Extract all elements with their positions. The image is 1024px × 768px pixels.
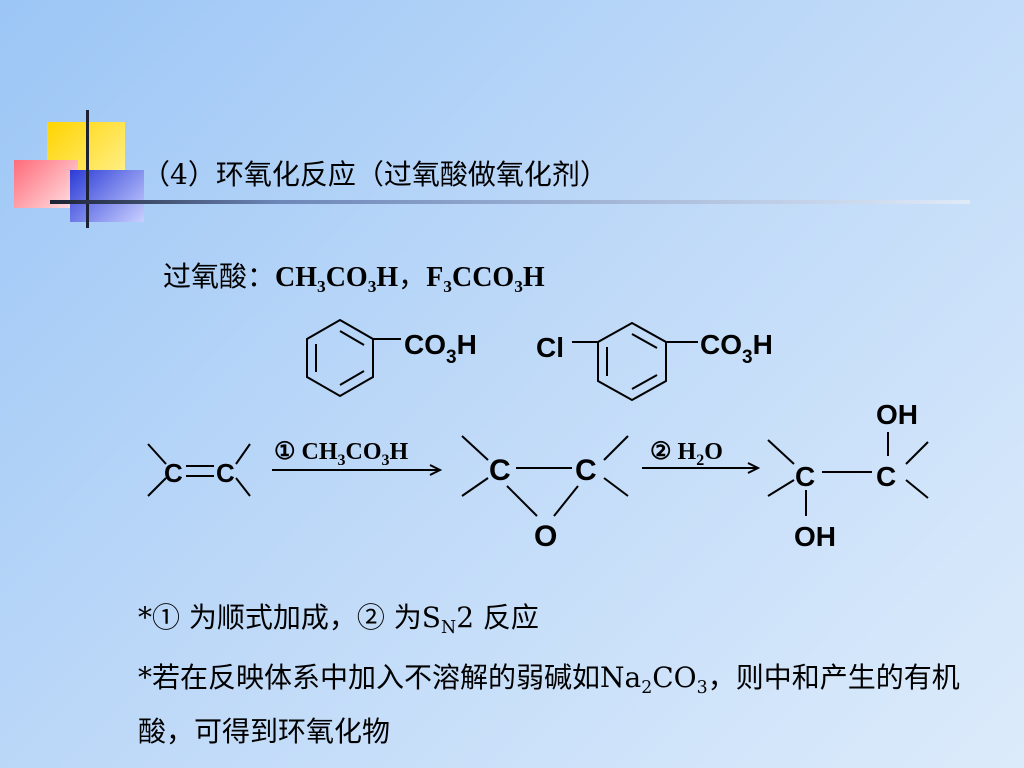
epoxide-carbon-right: C	[575, 454, 597, 487]
step1-reagent: ① CH3CO3H	[274, 439, 409, 469]
co3h-label-2: CO3H	[700, 329, 773, 368]
alkene-carbon-right: C	[216, 458, 235, 488]
peracid-formula-1: CH3CO3H	[275, 262, 399, 297]
epoxide-carbon-left: C	[489, 454, 511, 487]
step2-reagent: ② H2O	[650, 439, 723, 469]
decor-blue-square	[70, 170, 144, 222]
reaction-arrow-2	[642, 462, 761, 474]
diol-carbon-right: C	[876, 461, 896, 492]
diol-hydroxyl-top: OH	[876, 399, 918, 430]
co3h-label-1: CO3H	[404, 329, 477, 368]
benzene-ring-1	[306, 318, 401, 398]
alkene-carbon-left: C	[164, 458, 183, 488]
peracid-label: 过氧酸：	[163, 260, 276, 293]
diol-hydroxyl-bottom: OH	[794, 521, 836, 552]
benzene-ring-2	[572, 321, 698, 402]
chloro-label: Cl	[536, 332, 564, 363]
diol-bonds	[767, 432, 929, 516]
diol-carbon-left: C	[795, 461, 815, 492]
epoxide-oxygen: O	[534, 520, 557, 553]
peracid-formulas: 过氧酸：CH3CO3H，F3CCO3H	[163, 260, 545, 297]
note-weak-base: *若在反映体系中加入不溶解的弱碱如Na2CO3，则中和产生的有机酸，可得到环氧化…	[138, 661, 960, 749]
note-addition-mechanism: *① 为顺式加成，② 为SN2 反应	[138, 601, 539, 639]
decor-vertical-line	[86, 110, 89, 228]
reaction-arrow-1	[272, 464, 443, 476]
alkene-bonds	[147, 443, 251, 497]
epoxide-bonds	[461, 435, 629, 517]
title-underline	[50, 200, 970, 204]
peracid-formula-2: F3CCO3H	[426, 262, 545, 297]
slide-title: （4）环氧化反应（过氧酸做氧化剂）	[142, 158, 608, 191]
